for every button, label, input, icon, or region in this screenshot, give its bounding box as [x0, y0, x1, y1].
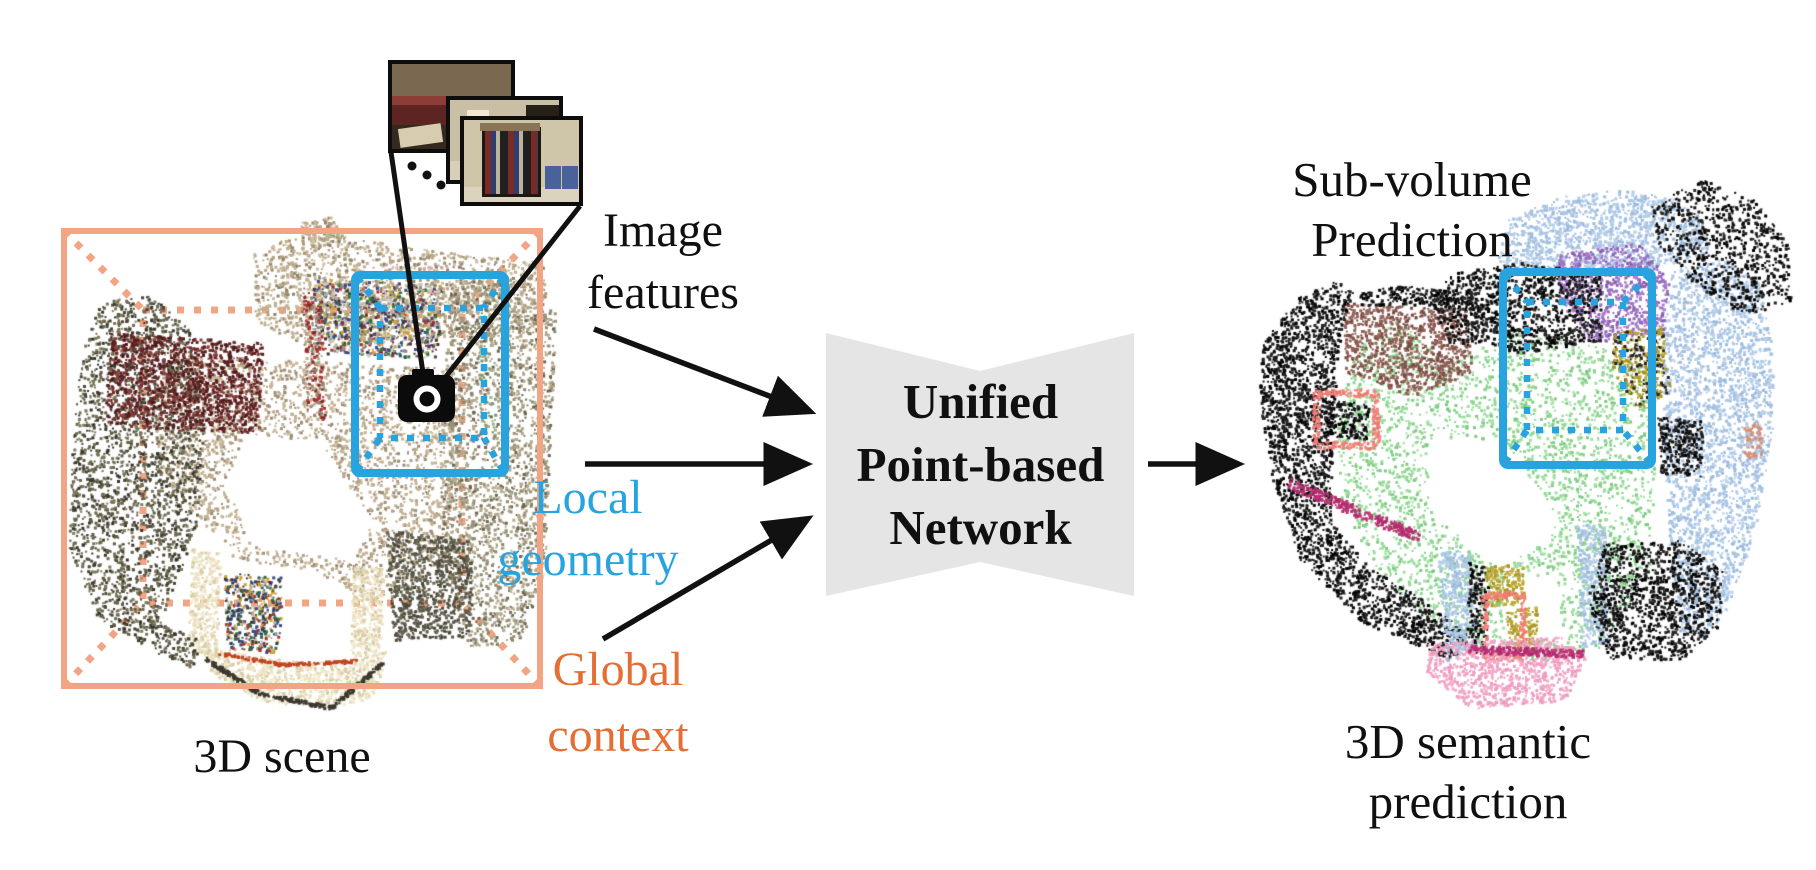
global-context-box [61, 228, 543, 689]
label-3d-scene: 3D scene [193, 730, 371, 783]
label-sub-volume-line2: Prediction [1311, 212, 1513, 267]
photo2-lamp [467, 109, 490, 119]
arrow-image-features [593, 326, 817, 417]
label-local-geometry-line2: geometry [497, 533, 679, 586]
photo-connector-line-2 [442, 204, 582, 381]
label-semantic-line2: prediction [1368, 774, 1568, 829]
label-network-line1: Unified [902, 374, 1059, 429]
label-local-geometry-line1: Local [533, 471, 643, 524]
label-semantic-line1: 3D semantic [1344, 714, 1592, 769]
label-network-line2: Point-based [856, 437, 1105, 492]
rgb-image-3 [460, 116, 583, 206]
photo3-top-items [480, 123, 540, 131]
photo3-chair-2 [561, 165, 578, 189]
label-image-features-line1: Image [603, 204, 723, 257]
label-image-features: Image features [538, 200, 788, 324]
photo-connector-line-1 [388, 151, 427, 381]
photo-connector-lines [388, 151, 582, 381]
camera-icon [398, 369, 455, 422]
label-global-context: Global context [493, 637, 743, 769]
photo3-chair-1 [544, 165, 561, 189]
subvolume-box-back [1502, 271, 1653, 466]
label-network-line3: Network [889, 500, 1072, 555]
local-geometry-box [351, 271, 509, 477]
label-local-geometry: Local geometry [463, 467, 713, 591]
label-global-context-line1: Global [552, 643, 684, 696]
label-image-features-line2: features [587, 266, 739, 319]
label-3d-semantic-prediction: 3D semantic prediction [1343, 712, 1593, 832]
network-shape [826, 333, 1134, 596]
flow-arrows [585, 326, 1245, 642]
photo1-wall [392, 64, 511, 103]
subvolume-box [1499, 268, 1656, 469]
photo3-bookshelf [482, 126, 542, 197]
ellipsis-dots [407, 161, 446, 190]
arrow-global-context [601, 515, 814, 642]
local-geometry-box-back [354, 275, 506, 473]
label-network: Unified Point-based Network [826, 370, 1135, 559]
label-global-context-line2: context [547, 709, 689, 762]
label-sub-volume-prediction: Sub-volume Prediction [1287, 150, 1537, 270]
label-sub-volume-line1: Sub-volume [1292, 152, 1532, 207]
